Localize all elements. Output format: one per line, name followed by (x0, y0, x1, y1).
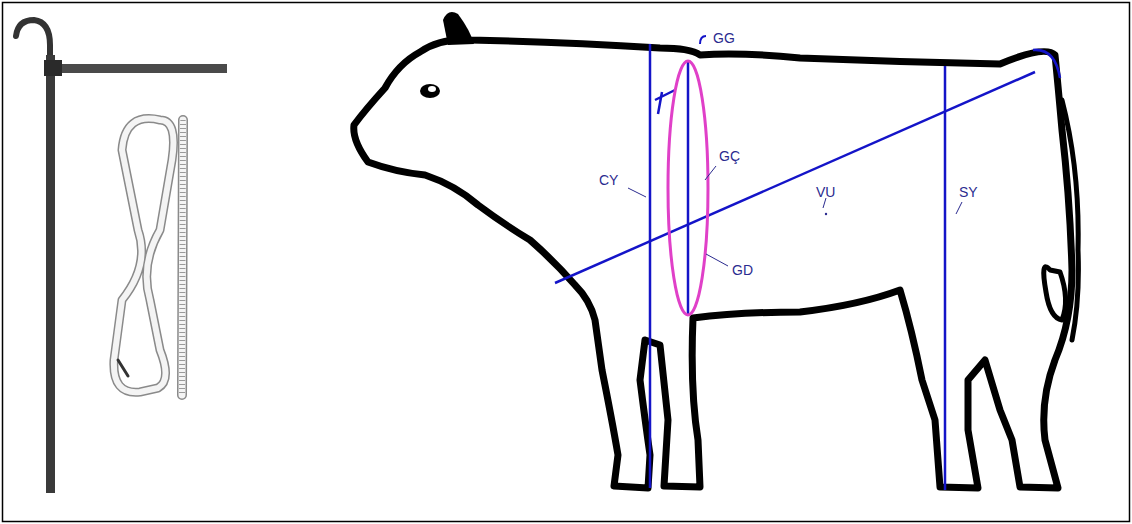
eye (420, 84, 440, 98)
horn (443, 12, 474, 45)
measurement-lines (555, 36, 1060, 490)
frame (3, 3, 1130, 522)
measure-label: CY (598, 172, 619, 188)
measure-label: SY (958, 184, 979, 200)
tape-measure (114, 119, 183, 395)
leader-lines (628, 166, 962, 266)
eye-highlight (428, 86, 436, 92)
measure-label: GD (731, 262, 754, 278)
girth-ellipse (668, 61, 708, 315)
cow-outline (354, 40, 1079, 488)
dot (825, 213, 827, 215)
measure-label: GG (712, 30, 736, 46)
measuring-stick (16, 20, 227, 493)
measure-label: GÇ (718, 148, 741, 164)
measure-label: VU (815, 184, 836, 200)
